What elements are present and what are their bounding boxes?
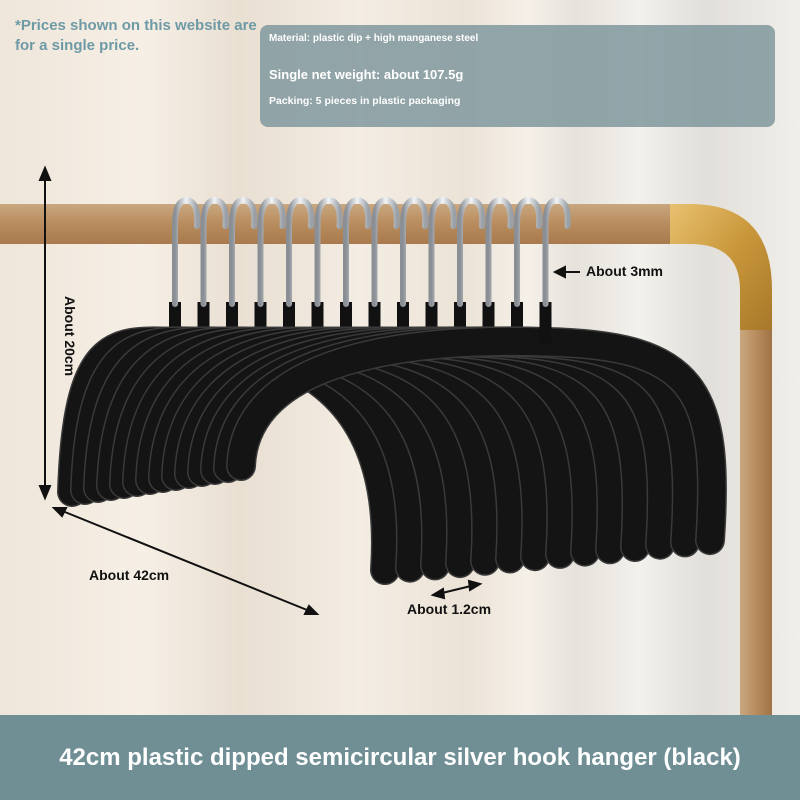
price-note: *Prices shown on this website are for a … <box>15 17 257 54</box>
silver-hook-icon <box>286 196 315 307</box>
gold-elbow <box>670 204 772 330</box>
silver-hook-icon <box>229 196 258 307</box>
hook-label: About 3mm <box>586 263 663 279</box>
width-label: About 42cm <box>89 567 170 583</box>
dimension-arrows <box>38 165 580 615</box>
material-text: Material: plastic dip + high manganese s… <box>269 33 479 44</box>
silver-hook-icon <box>485 196 514 307</box>
silver-hook-icon <box>428 196 457 307</box>
hanger-neck <box>539 302 552 344</box>
packing-text: Packing: 5 pieces in plastic packaging <box>269 95 461 107</box>
height-label: About 20cm <box>62 296 78 377</box>
spec-info-box: Material: plastic dip + high manganese s… <box>260 25 775 127</box>
silver-hook-icon <box>400 196 429 307</box>
silver-hook-icon <box>200 196 229 307</box>
hanger <box>226 196 727 556</box>
wooden-post <box>740 320 772 720</box>
silver-hook-icon <box>542 196 571 307</box>
thickness-label: About 1.2cm <box>407 601 492 617</box>
silver-hook-icon <box>314 196 343 307</box>
silver-hook-icon <box>257 196 286 307</box>
silver-hook-icon <box>343 196 372 307</box>
silver-hook-icon <box>371 196 400 307</box>
silver-hook-icon <box>172 196 201 307</box>
silver-hook-icon <box>457 196 486 307</box>
silver-hook-icon <box>514 196 543 307</box>
weight-text: Single net weight: about 107.5g <box>269 67 464 82</box>
product-title-banner: 42cm plastic dipped semicircular silver … <box>0 715 800 800</box>
